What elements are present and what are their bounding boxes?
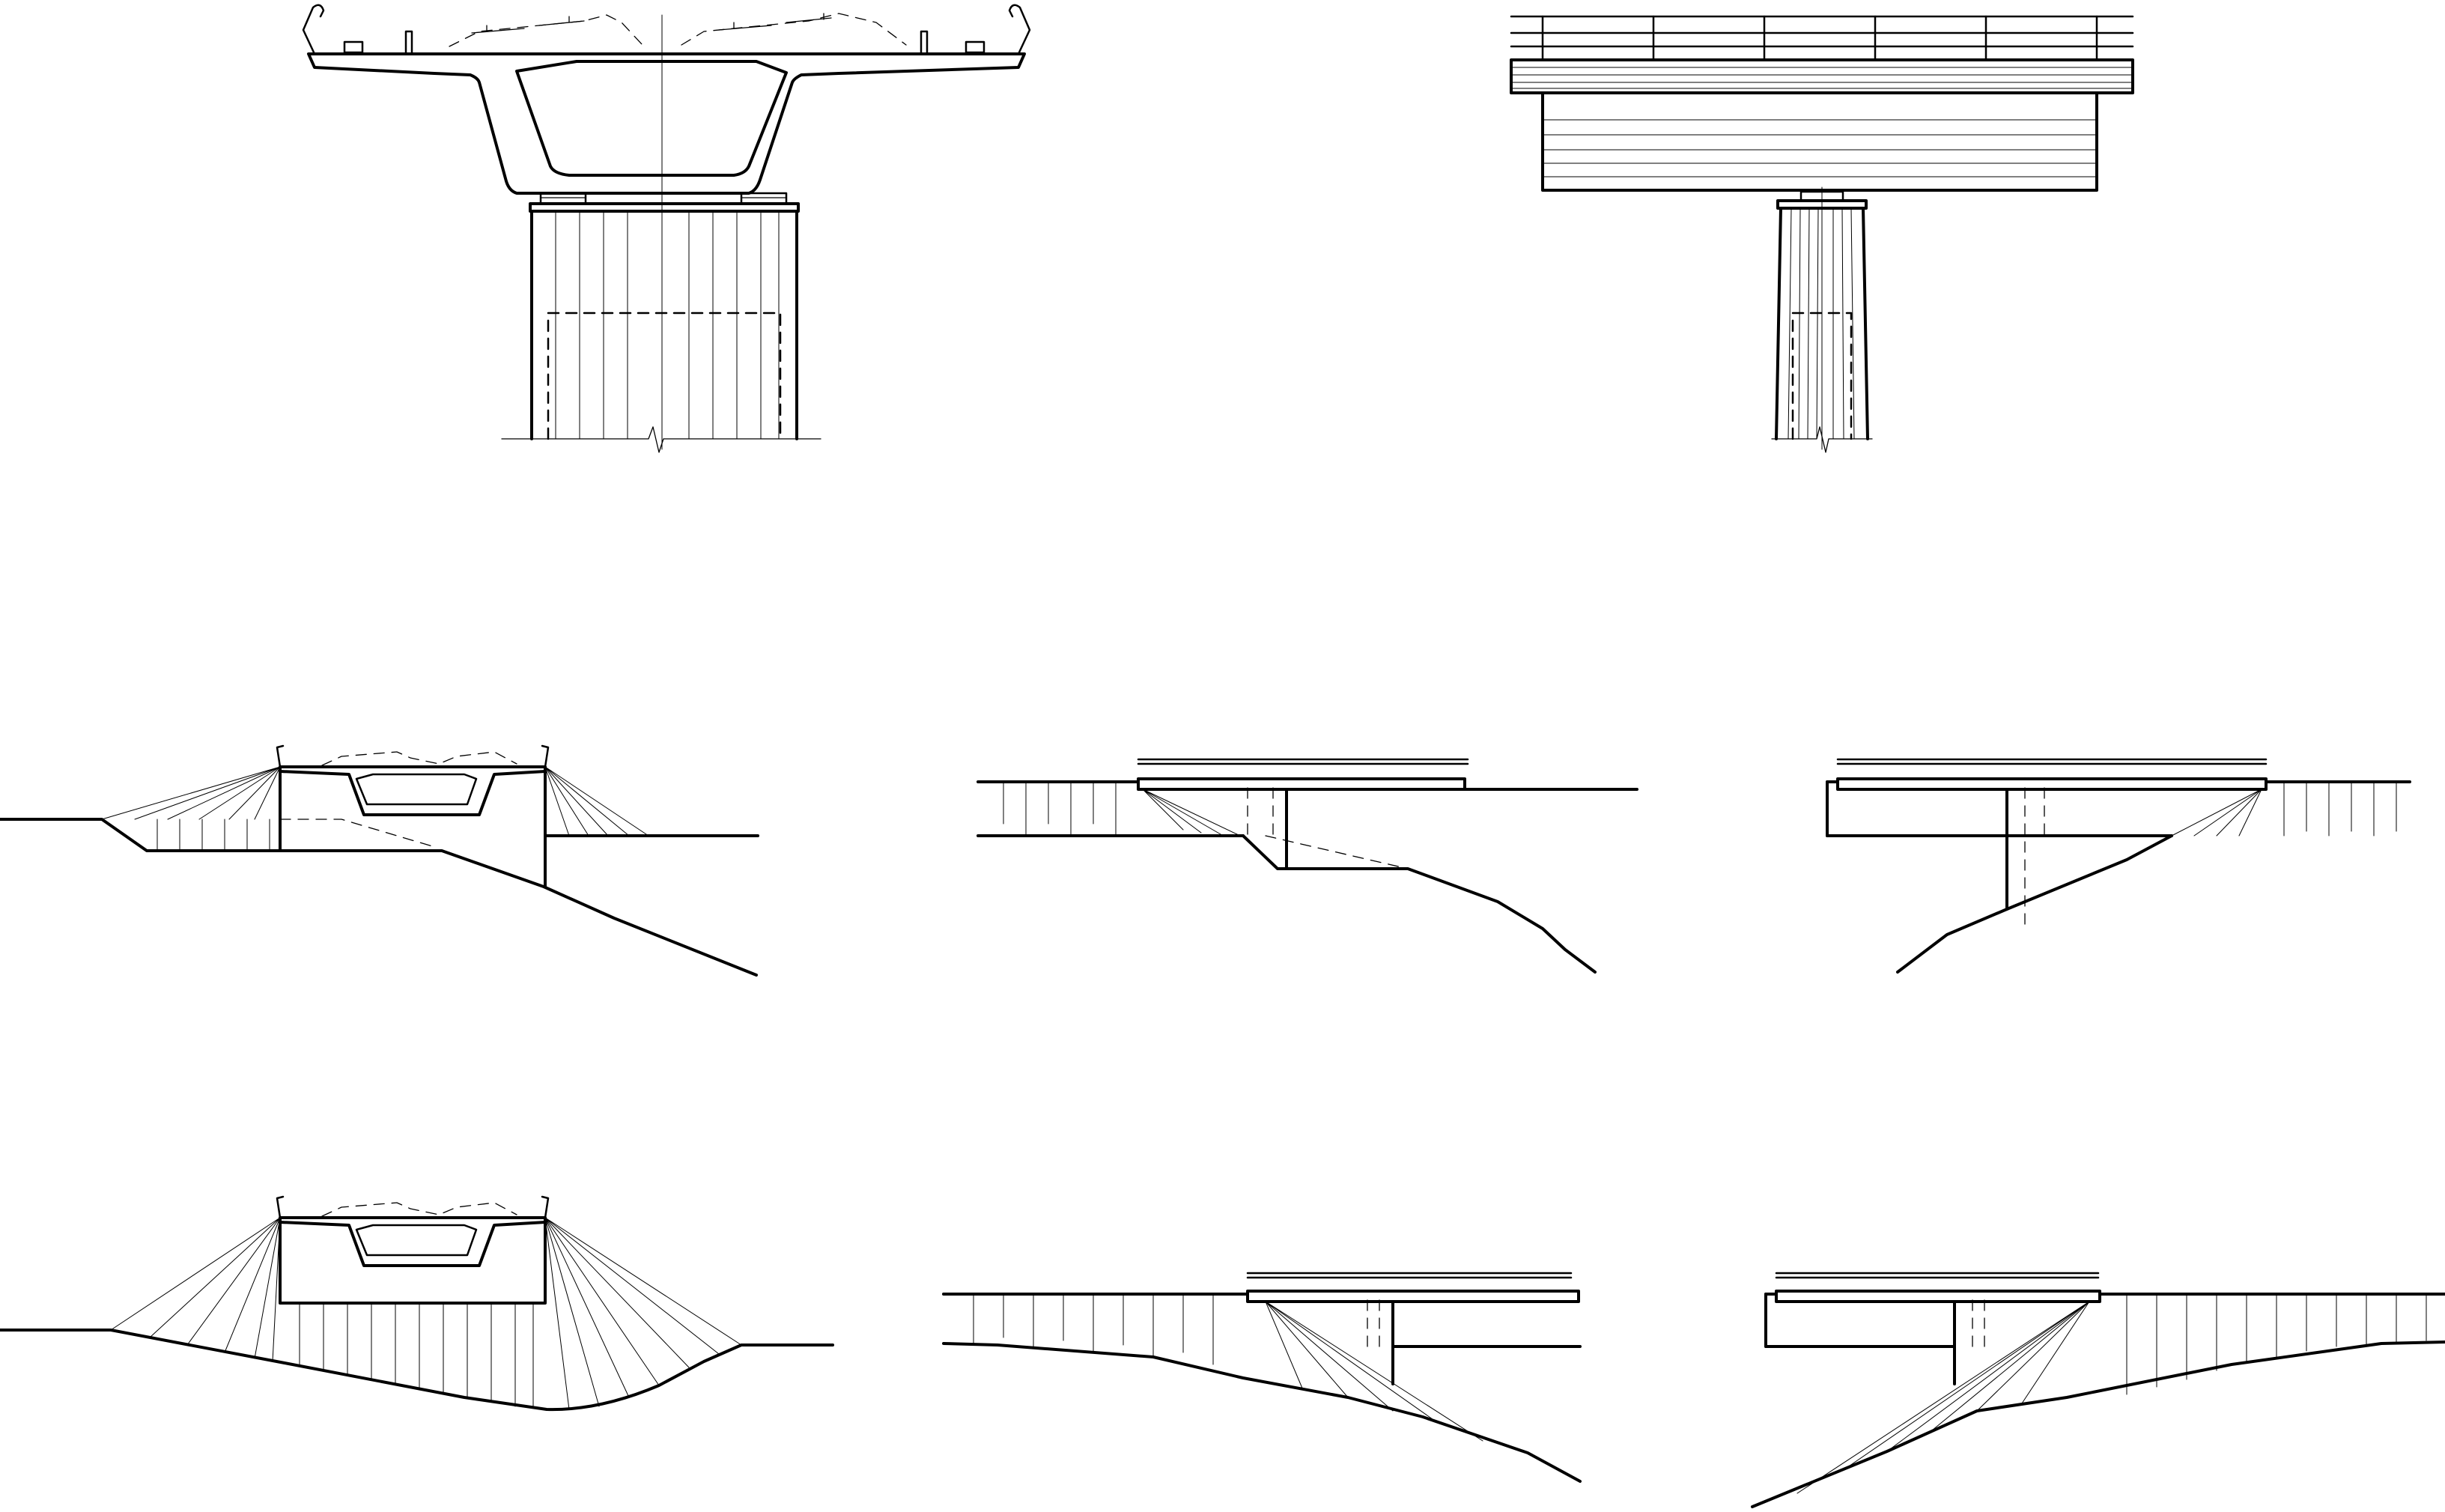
deck-line (1137, 758, 1469, 765)
road-lines (977, 780, 1638, 837)
road-lines (1764, 1293, 2445, 1348)
deck-edge-lines (1510, 67, 2133, 89)
right-barrier (920, 30, 929, 55)
railings-small (276, 744, 550, 768)
ticks (2283, 781, 2397, 837)
ticks (2126, 1293, 2427, 1395)
fan (1796, 1301, 2090, 1494)
pier-side-elevation (1510, 15, 2134, 453)
fan (1142, 789, 1241, 837)
road-lines (1826, 780, 2411, 837)
pier-dashed (2024, 787, 2045, 932)
vehicle-outline-left (449, 14, 643, 47)
embankment-section-shallow (0, 744, 759, 977)
pier-shaft (530, 210, 798, 440)
box-girder-deep-void (355, 1224, 478, 1257)
abutment-block (279, 1221, 547, 1305)
girder-web-lines (1542, 119, 2098, 177)
girder-beam (1775, 1290, 2101, 1303)
terrain (942, 1342, 1582, 1483)
box-girder-small (279, 765, 547, 816)
deck-line (1836, 758, 2268, 765)
vehicle-outline-right (681, 13, 907, 46)
left-curb-block (343, 40, 364, 54)
right-railing (1008, 4, 1031, 55)
slope-elevation-right (1826, 758, 2411, 974)
box-girder-small-void (355, 773, 478, 806)
ticks (973, 1293, 1214, 1365)
girder-beam (1137, 777, 1466, 791)
deck-line (1775, 1272, 2100, 1279)
bearing-right (740, 192, 788, 205)
pier-dashed (1972, 1299, 1985, 1347)
deck-section (307, 52, 1026, 195)
vehicle-details (471, 13, 832, 34)
vehicles-deep (321, 1202, 517, 1217)
slope-fan-right (544, 766, 649, 837)
ground-profile (0, 818, 758, 977)
box-girder-cross-section (302, 4, 1031, 453)
pier-cap (529, 202, 800, 213)
embankment-section-deep (0, 1195, 834, 1412)
ticks-left (157, 819, 270, 851)
slope-elevation-right-deep (1751, 1272, 2445, 1508)
left-railing (302, 4, 325, 55)
girder-web (1541, 91, 2098, 192)
railing-rails (1510, 15, 2134, 61)
slope-elevation-left-deep (942, 1272, 1582, 1483)
terrain (1242, 834, 1597, 974)
fan (1265, 1301, 1483, 1442)
bearing-left (539, 192, 587, 205)
side-pier-lines (1788, 207, 1855, 440)
slope-fan-left (110, 1217, 281, 1362)
ticks (299, 1302, 534, 1409)
terrain (1896, 834, 2173, 974)
deck-line (1246, 1272, 1573, 1279)
abutment-block (279, 770, 547, 888)
pier-vertical-lines (555, 210, 780, 440)
girder-beam (1836, 777, 2268, 791)
pier-dashed (1247, 787, 1409, 869)
road-lines (942, 1293, 1582, 1348)
ticks (1003, 781, 1117, 837)
girder-beam (1246, 1290, 1580, 1303)
slope-fan-right (544, 1217, 742, 1410)
side-ground-line (1771, 426, 1873, 453)
pier-foundation-dashed (547, 312, 782, 440)
deck-edge (1510, 58, 2134, 94)
terrain (0, 1329, 834, 1412)
slope-elevation-left (977, 758, 1638, 974)
embankment-dashed (279, 819, 438, 848)
terrain (1751, 1341, 2445, 1508)
left-barrier (404, 30, 413, 55)
railing-posts (1541, 15, 2098, 61)
fan (2171, 789, 2262, 837)
vehicles-small (321, 751, 517, 766)
pier-dashed (1367, 1299, 1380, 1347)
right-curb-block (965, 40, 985, 54)
side-pier-shaft (1775, 207, 1869, 440)
box-void (515, 60, 788, 177)
slope-fan-left (101, 766, 281, 820)
pier-ground-line (501, 426, 821, 453)
railings-deep (276, 1195, 550, 1219)
